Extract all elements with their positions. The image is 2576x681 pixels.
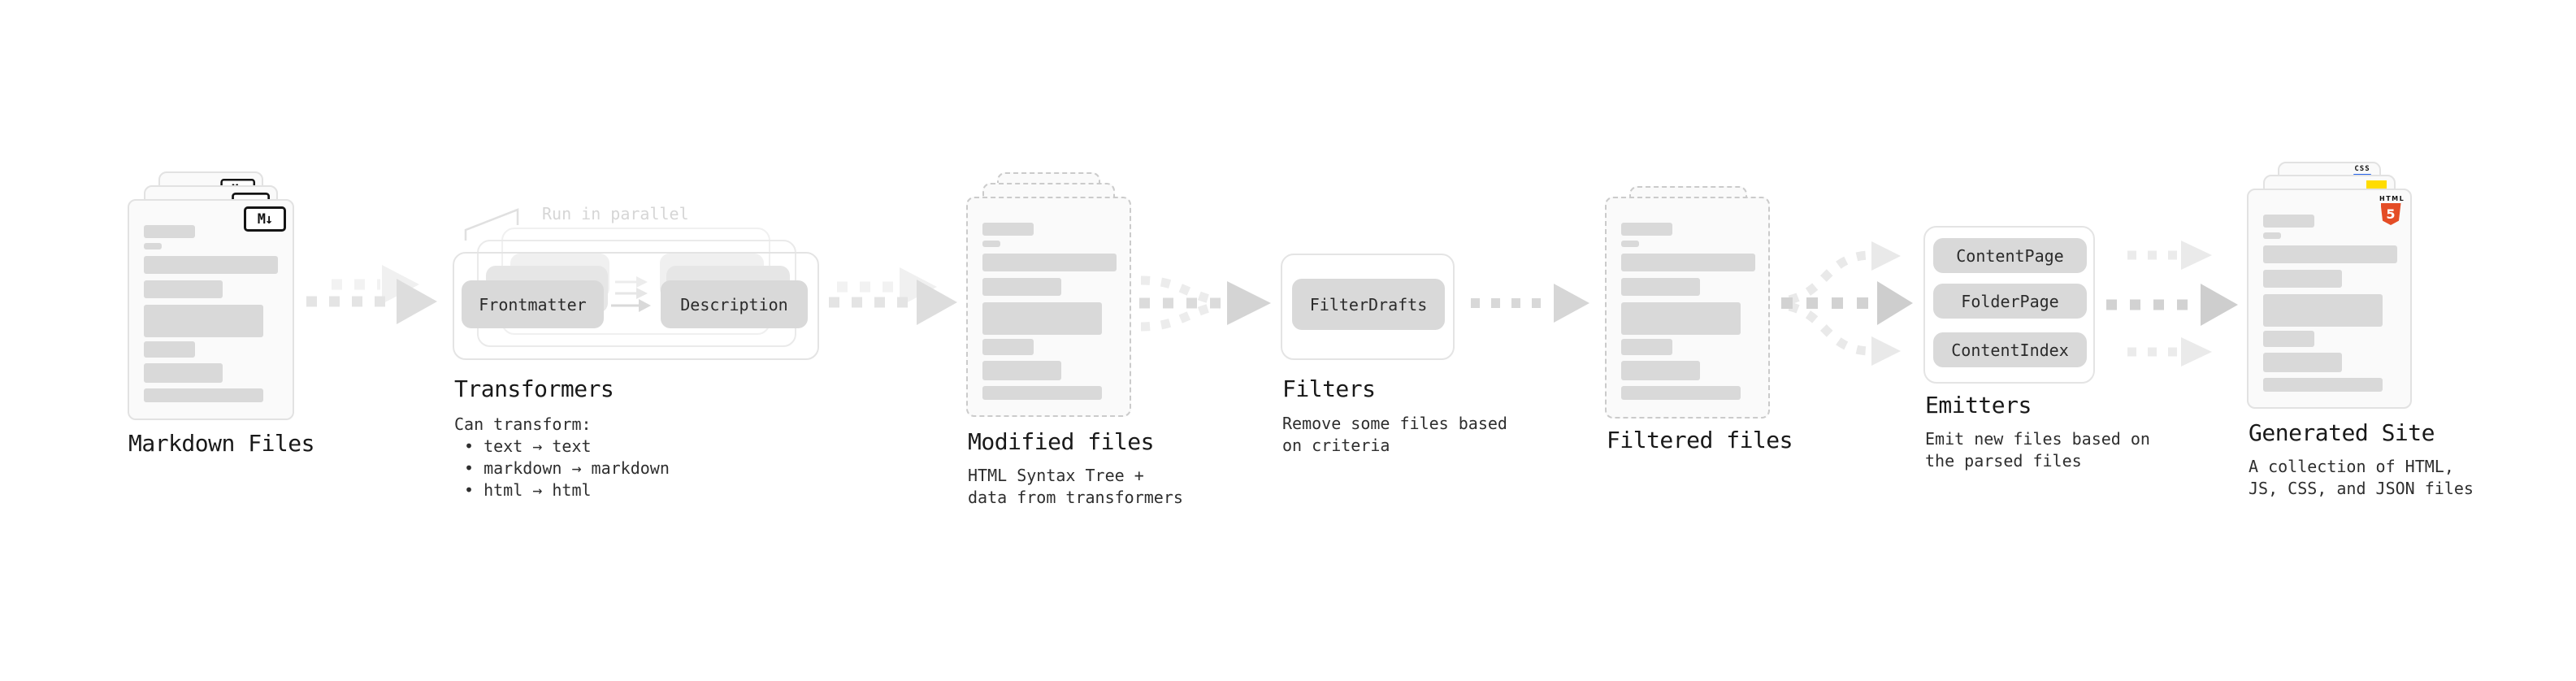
skeleton-line (144, 280, 223, 298)
skeleton-line (982, 241, 1000, 247)
skeleton-line (1621, 241, 1639, 247)
run-in-parallel-label: Run in parallel (542, 204, 689, 223)
skeleton-line (2263, 245, 2397, 263)
arrow-transformers-to-modified (829, 267, 957, 325)
skeleton-line (144, 388, 263, 402)
emitters-title: Emitters (1925, 392, 2032, 419)
js-icon (2366, 180, 2387, 189)
skeleton-line (982, 278, 1061, 296)
generated-site-title: Generated Site (2249, 419, 2435, 446)
skeleton-line (982, 223, 1034, 236)
skeleton-line (2263, 270, 2342, 288)
skeleton-line (982, 339, 1034, 355)
skeleton-line (144, 225, 195, 238)
skeleton-line (2263, 232, 2281, 239)
skeleton-line (1621, 302, 1741, 335)
arrow-filters-to-filtered (1471, 284, 1589, 323)
skeleton-line (2263, 215, 2314, 228)
arrow-filtered-to-emitters (1781, 241, 1913, 366)
description-chip: Description (661, 280, 808, 328)
skeleton-line (982, 254, 1117, 271)
emitters-subtitle: Emit new files based on the parsed files (1925, 429, 2150, 471)
skeleton-line (1621, 223, 1672, 236)
html5-icon: HTML 5 (2379, 195, 2404, 225)
transformers-container (453, 252, 819, 360)
skeleton-line (2263, 353, 2342, 372)
modified-file-card (966, 197, 1131, 417)
transformers-bullet: • text → text (464, 436, 592, 456)
markdown-files-title: Markdown Files (128, 430, 315, 457)
transformers-desc-heading: Can transform: (454, 414, 592, 434)
modified-files-title: Modified files (968, 428, 1155, 455)
filters-subtitle: Remove some files based on criteria (1282, 414, 1507, 455)
generated-site-subtitle: A collection of HTML, JS, CSS, and JSON … (2249, 457, 2474, 498)
skeleton-line (982, 302, 1102, 335)
markdown-icon: M↓ (244, 206, 286, 232)
skeleton-line (1621, 339, 1672, 355)
filters-container (1281, 254, 1455, 360)
skeleton-line (144, 243, 162, 249)
frontmatter-chip: Frontmatter (462, 280, 604, 328)
skeleton-line (1621, 361, 1700, 380)
skeleton-line (1621, 278, 1700, 296)
skeleton-line (2263, 294, 2383, 327)
skeleton-line (144, 363, 223, 383)
folderpage-chip: FolderPage (1933, 284, 2087, 319)
skeleton-line (144, 305, 263, 337)
html5-shield: 5 (2380, 203, 2401, 225)
filtered-file-card (1605, 197, 1770, 419)
skeleton-line (982, 361, 1061, 380)
arrow-markdown-to-transformers (306, 265, 437, 324)
generated-site-card: HTML 5 (2247, 189, 2412, 409)
skeleton-line (1621, 386, 1741, 400)
transformers-bullet: • markdown → markdown (464, 458, 670, 478)
filtered-files-title: Filtered files (1607, 427, 1793, 453)
contentindex-chip: ContentIndex (1933, 332, 2087, 367)
transformers-bullet: • html → html (464, 480, 592, 500)
transformers-title: Transformers (454, 375, 614, 402)
emitters-container (1923, 226, 2095, 384)
skeleton-line (982, 386, 1102, 400)
skeleton-line (1621, 254, 1755, 271)
filterdrafts-chip: FilterDrafts (1292, 279, 1445, 330)
skeleton-line (144, 256, 278, 274)
modified-files-subtitle: HTML Syntax Tree + data from transformer… (968, 466, 1183, 507)
markdown-file-card: M↓ (128, 199, 294, 420)
arrow-modified-to-filters (1139, 275, 1271, 332)
arrow-emitters-to-generated (2106, 241, 2238, 367)
skeleton-line (2263, 331, 2314, 347)
skeleton-line (144, 341, 195, 358)
filters-title: Filters (1282, 375, 1376, 402)
contentpage-chip: ContentPage (1933, 238, 2087, 273)
skeleton-line (2263, 378, 2383, 392)
